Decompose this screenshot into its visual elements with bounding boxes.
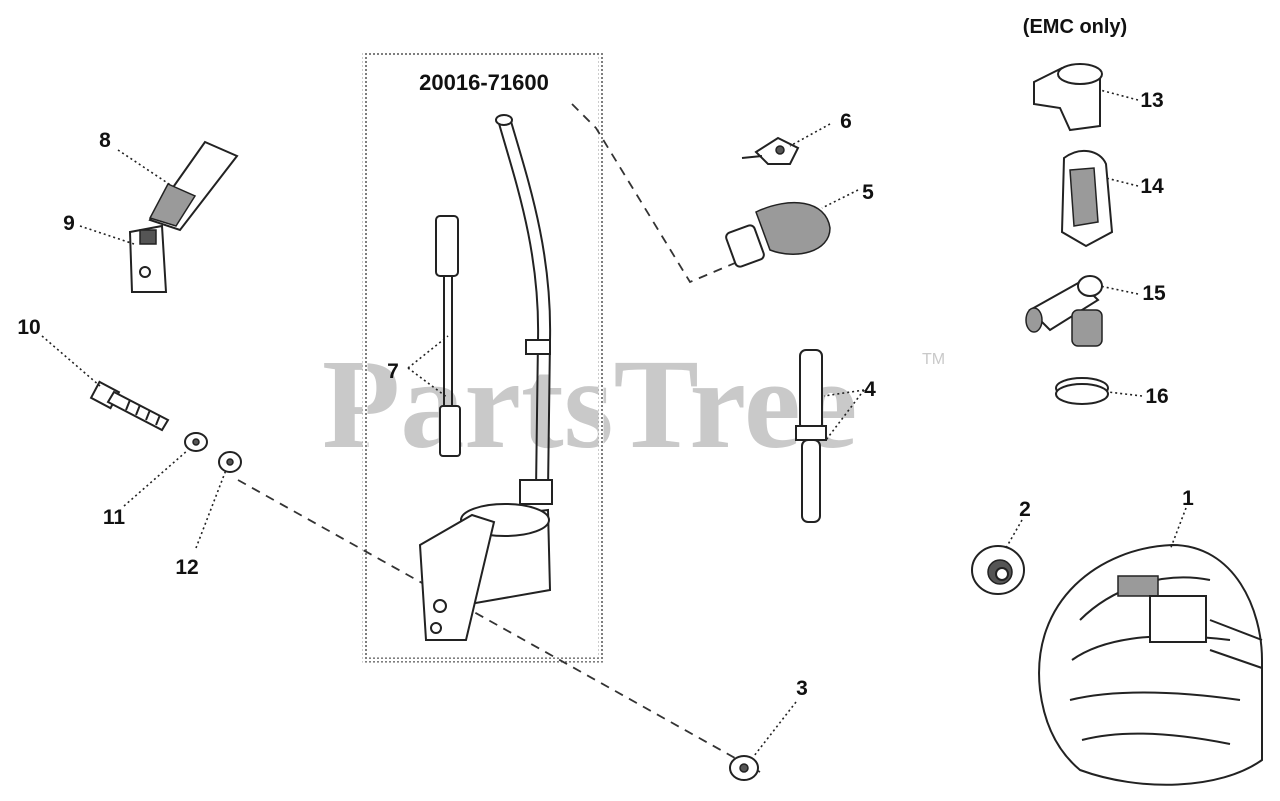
assembly-line-bolt-to-nut [237, 479, 761, 773]
emc-only-note: (EMC only) [1023, 16, 1127, 38]
ignition-coil-illustration [418, 114, 553, 641]
emc-parts-illustration [1025, 63, 1114, 405]
callout-15[interactable]: 15 [1142, 282, 1166, 305]
leader-lines [41, 89, 1187, 757]
callout-2[interactable]: 2 [1019, 498, 1031, 521]
callout-6[interactable]: 6 [840, 110, 852, 133]
part-2-illustration [971, 545, 1025, 595]
kit-box-border [362, 51, 604, 663]
kit-part-number[interactable]: 20016-71600 [419, 70, 549, 95]
callout-11[interactable]: 11 [103, 506, 126, 529]
callout-13[interactable]: 13 [1140, 89, 1163, 112]
part-4-illustration [795, 349, 827, 523]
callout-5[interactable]: 5 [862, 181, 874, 204]
callout-12[interactable]: 12 [175, 556, 198, 579]
callout-3[interactable]: 3 [796, 677, 808, 700]
callout-7[interactable]: 7 [387, 360, 399, 383]
callout-14[interactable]: 14 [1140, 175, 1164, 198]
callout-16[interactable]: 16 [1145, 385, 1168, 408]
part-5-illustration [725, 201, 831, 268]
part-10-12-illustration [89, 380, 242, 473]
callout-labels: 1 2 3 4 5 6 7 8 9 10 11 12 13 14 15 16 [17, 89, 1194, 700]
watermark: PartsTree TM [322, 333, 945, 475]
watermark-text: PartsTree [322, 333, 857, 475]
part-8-9-illustration [128, 140, 239, 293]
callout-9[interactable]: 9 [63, 212, 75, 235]
assembly-line-coil-to-cap [571, 103, 743, 284]
callout-10[interactable]: 10 [17, 316, 40, 339]
callout-4[interactable]: 4 [864, 378, 876, 401]
part-3-illustration [729, 755, 759, 781]
watermark-trademark: TM [922, 351, 945, 368]
ignition-coil-kit-box: 20016-71600 [362, 51, 604, 663]
callout-1[interactable]: 1 [1182, 487, 1194, 510]
callout-8[interactable]: 8 [99, 129, 111, 152]
part-1-illustration [1038, 543, 1263, 786]
part-6-illustration [741, 136, 800, 165]
